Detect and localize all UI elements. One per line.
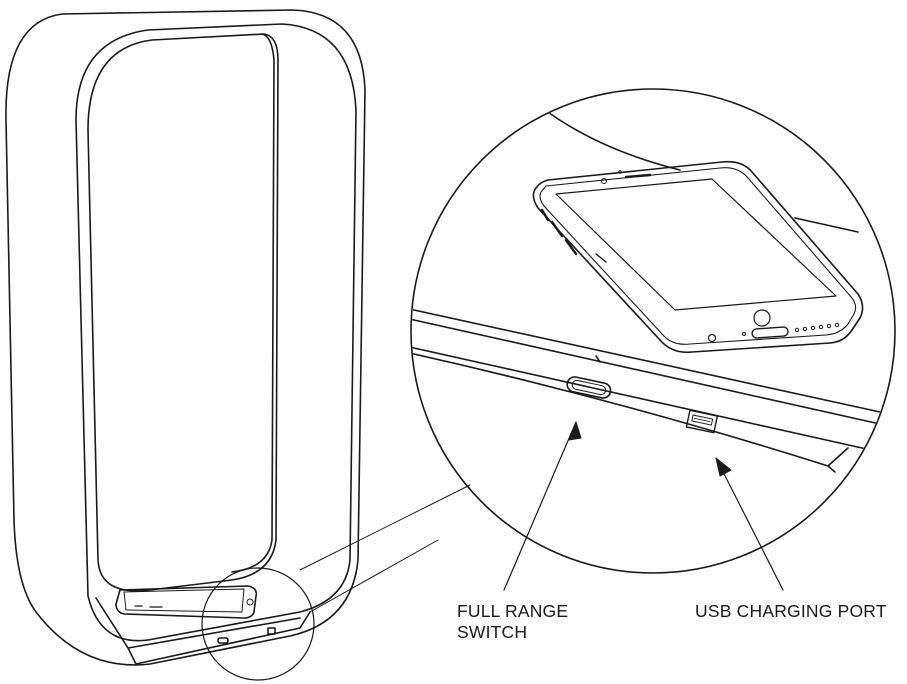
zoom-frame-curve <box>544 109 681 171</box>
magnify-circle-small <box>201 567 315 681</box>
small-phone <box>115 585 258 619</box>
callout-switch-line1: FULL RANGE <box>457 601 569 621</box>
callout-switch-line2: SWITCH <box>457 622 528 642</box>
usb-arrow-head <box>715 457 732 477</box>
lamp-front-frame <box>75 23 357 642</box>
zoom-detail <box>410 88 896 574</box>
magnify-circle-large <box>410 88 896 574</box>
callout-usb-text: USB CHARGING PORT <box>695 601 887 621</box>
lamp-outer-shell <box>5 9 366 666</box>
lamp-inner-bevel <box>231 33 275 573</box>
usb-charging-port-callout: USB CHARGING PORT <box>695 601 887 622</box>
base-usb-small <box>267 627 276 635</box>
usb-port <box>685 409 719 434</box>
switch-arrow-line <box>503 421 577 591</box>
switch-arrow-head <box>568 421 582 441</box>
callout-arrows <box>503 421 784 591</box>
leader-line-top <box>299 484 471 571</box>
zoom-base-front-bottom <box>412 351 849 467</box>
full-range-switch <box>566 376 612 399</box>
base-switch-small <box>217 637 229 644</box>
usb-arrow-line <box>715 457 784 591</box>
full-range-switch-callout: FULL RANGE SWITCH <box>457 601 568 643</box>
leader-line-bottom <box>309 539 439 613</box>
zoom-base-front-top <box>412 345 881 453</box>
lamp-body <box>5 9 471 681</box>
lamp-inner-opening <box>87 33 279 592</box>
lamp-base-lip <box>95 597 311 665</box>
zoom-base-top-edge <box>412 307 881 413</box>
large-phone <box>532 160 864 354</box>
